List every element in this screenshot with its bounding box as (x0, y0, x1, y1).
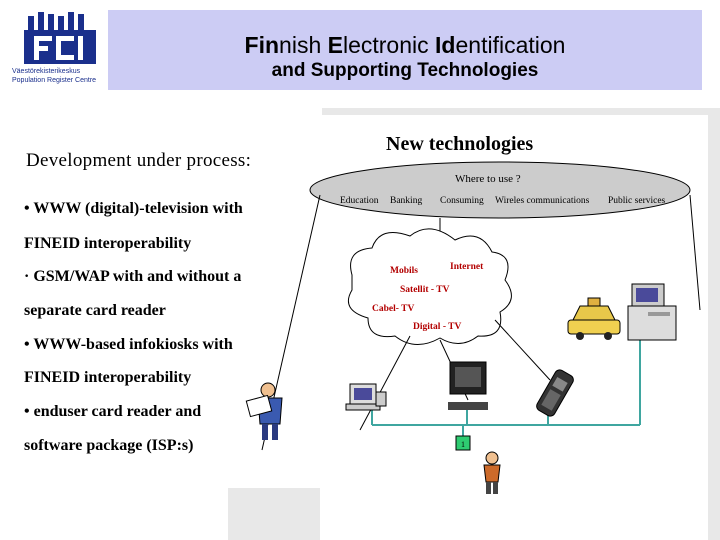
uses-ellipse (309, 161, 691, 219)
page-title: Finnish Electronic Identification (108, 32, 702, 59)
logo-name-fi: Väestörekisterikeskus (12, 68, 81, 75)
network-label: Satellit - TV (400, 285, 450, 295)
page-subtitle: and Supporting Technologies (271, 60, 539, 81)
title-part: entification (455, 32, 566, 58)
connector-line (689, 194, 701, 311)
card-icon: 1 (455, 435, 471, 451)
mobile-phone-icon (536, 369, 574, 417)
bullet-line: • enduser card reader and (24, 403, 202, 420)
network-cloud (348, 228, 512, 345)
business-person-icon (245, 382, 283, 440)
user-person-icon (483, 451, 501, 494)
use-label: Consuming (440, 196, 484, 206)
where-to-use-label: Where to use ? (455, 173, 521, 185)
connector-line (494, 319, 551, 381)
title-part: Fin (244, 32, 280, 58)
computer-icon (345, 383, 387, 411)
taxi-icon (567, 297, 621, 340)
network-label: Digital - TV (413, 322, 462, 332)
bullet-line: · GSM/WAP with and without a (24, 268, 242, 285)
kiosk-icon (627, 283, 677, 341)
use-label: Wireles communications (495, 196, 590, 206)
bullet-line: FINEID interoperability (24, 369, 192, 386)
network-label: Mobils (390, 266, 418, 276)
bullet-line: software package (ISP:s) (24, 437, 194, 454)
logo: Väestörekisterikeskus Population Registe… (12, 12, 108, 90)
header-band (108, 10, 702, 90)
use-label: Banking (390, 196, 423, 206)
development-heading: Development under process: (26, 150, 252, 171)
use-label: Public services (608, 196, 666, 206)
use-label: Education (340, 196, 379, 206)
network-label: Cabel- TV (372, 304, 415, 314)
bullet-line: • WWW-based infokiosks with (24, 336, 233, 353)
title-part: Id (435, 32, 456, 58)
title-part: E (327, 32, 343, 58)
television-icon (448, 361, 488, 410)
svg-text:1: 1 (461, 440, 465, 449)
title-part: lectronic (342, 32, 436, 58)
factory-logo-icon (24, 12, 96, 64)
bullet-line: FINEID interoperability (24, 235, 192, 252)
new-technologies-heading: New technologies (386, 133, 534, 155)
bullet-line: • WWW (digital)-television with (24, 200, 243, 217)
logo-name-en: Population Register Centre (12, 77, 97, 84)
network-cable (371, 340, 641, 442)
title-part: nish (279, 32, 328, 58)
bullet-line: separate card reader (24, 302, 166, 319)
connector-line (359, 335, 411, 431)
network-label: Internet (450, 262, 484, 272)
